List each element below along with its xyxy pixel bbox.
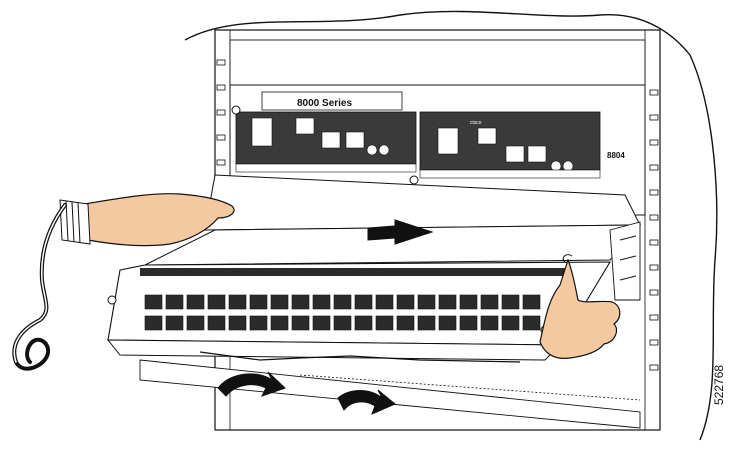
rotate-arrow-left-icon <box>217 371 286 397</box>
side-rail <box>609 221 641 301</box>
route-processor-card-right: cisco <box>419 111 601 179</box>
chassis-model-label: 8804 <box>607 151 625 160</box>
vendor-logo: cisco <box>470 120 482 126</box>
hand-left-icon <box>59 193 235 247</box>
port-array <box>144 294 541 331</box>
rack-rail-right <box>649 89 659 371</box>
chassis-frame <box>214 29 661 431</box>
chassis-outline <box>184 10 718 441</box>
push-arrow-icon <box>367 219 434 245</box>
hand-right-icon <box>539 254 621 359</box>
rotate-arrow-right-icon <box>337 389 396 415</box>
route-processor-card-left <box>235 111 417 173</box>
figure-id: 522768 <box>712 364 726 405</box>
chassis-series-label: 8000 Series <box>297 98 352 109</box>
line-card-front-panel <box>106 261 611 361</box>
rack-rail-left <box>216 59 226 191</box>
esd-strap-icon <box>12 203 67 371</box>
